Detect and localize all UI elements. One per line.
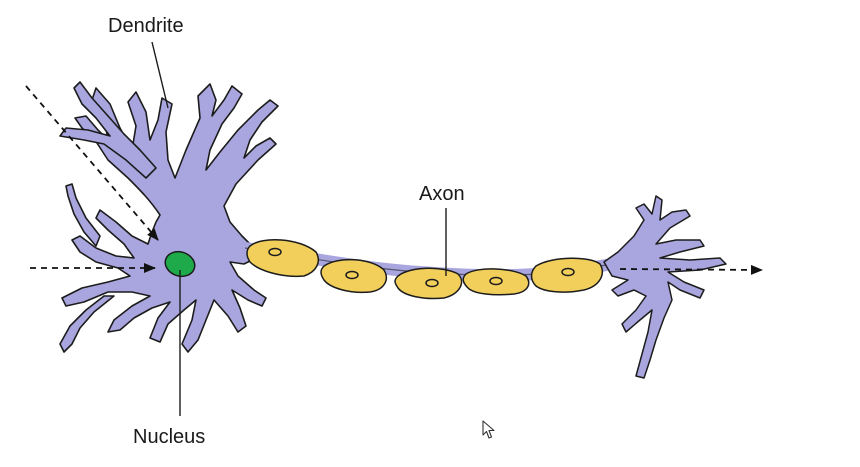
myelin-node-3 <box>425 278 439 288</box>
cell-body-group <box>59 81 279 353</box>
myelin-node-5 <box>561 267 575 277</box>
dendrite-label: Dendrite <box>108 15 184 37</box>
dendrite-leader-line <box>151 41 169 109</box>
axon-terminal-group <box>603 195 727 379</box>
myelin-segment-1 <box>246 239 320 278</box>
axon-terminal <box>603 195 727 379</box>
myelin-node-2 <box>345 270 359 280</box>
axon-label: Axon <box>419 183 465 205</box>
myelin-node-4 <box>489 276 503 286</box>
mouse-pointer-icon <box>482 420 495 439</box>
myelin-node-1 <box>268 247 282 257</box>
nucleus-label: Nucleus <box>133 426 206 448</box>
dendrite-branch-lower-left <box>59 295 115 353</box>
input-arrow-diagonal <box>25 85 159 241</box>
nucleus <box>164 250 196 278</box>
dendrite-branch-upper-left <box>59 81 157 179</box>
dendrite-branch-left <box>65 183 101 247</box>
myelin-sheath-group <box>246 239 604 300</box>
output-arrow <box>619 264 763 275</box>
